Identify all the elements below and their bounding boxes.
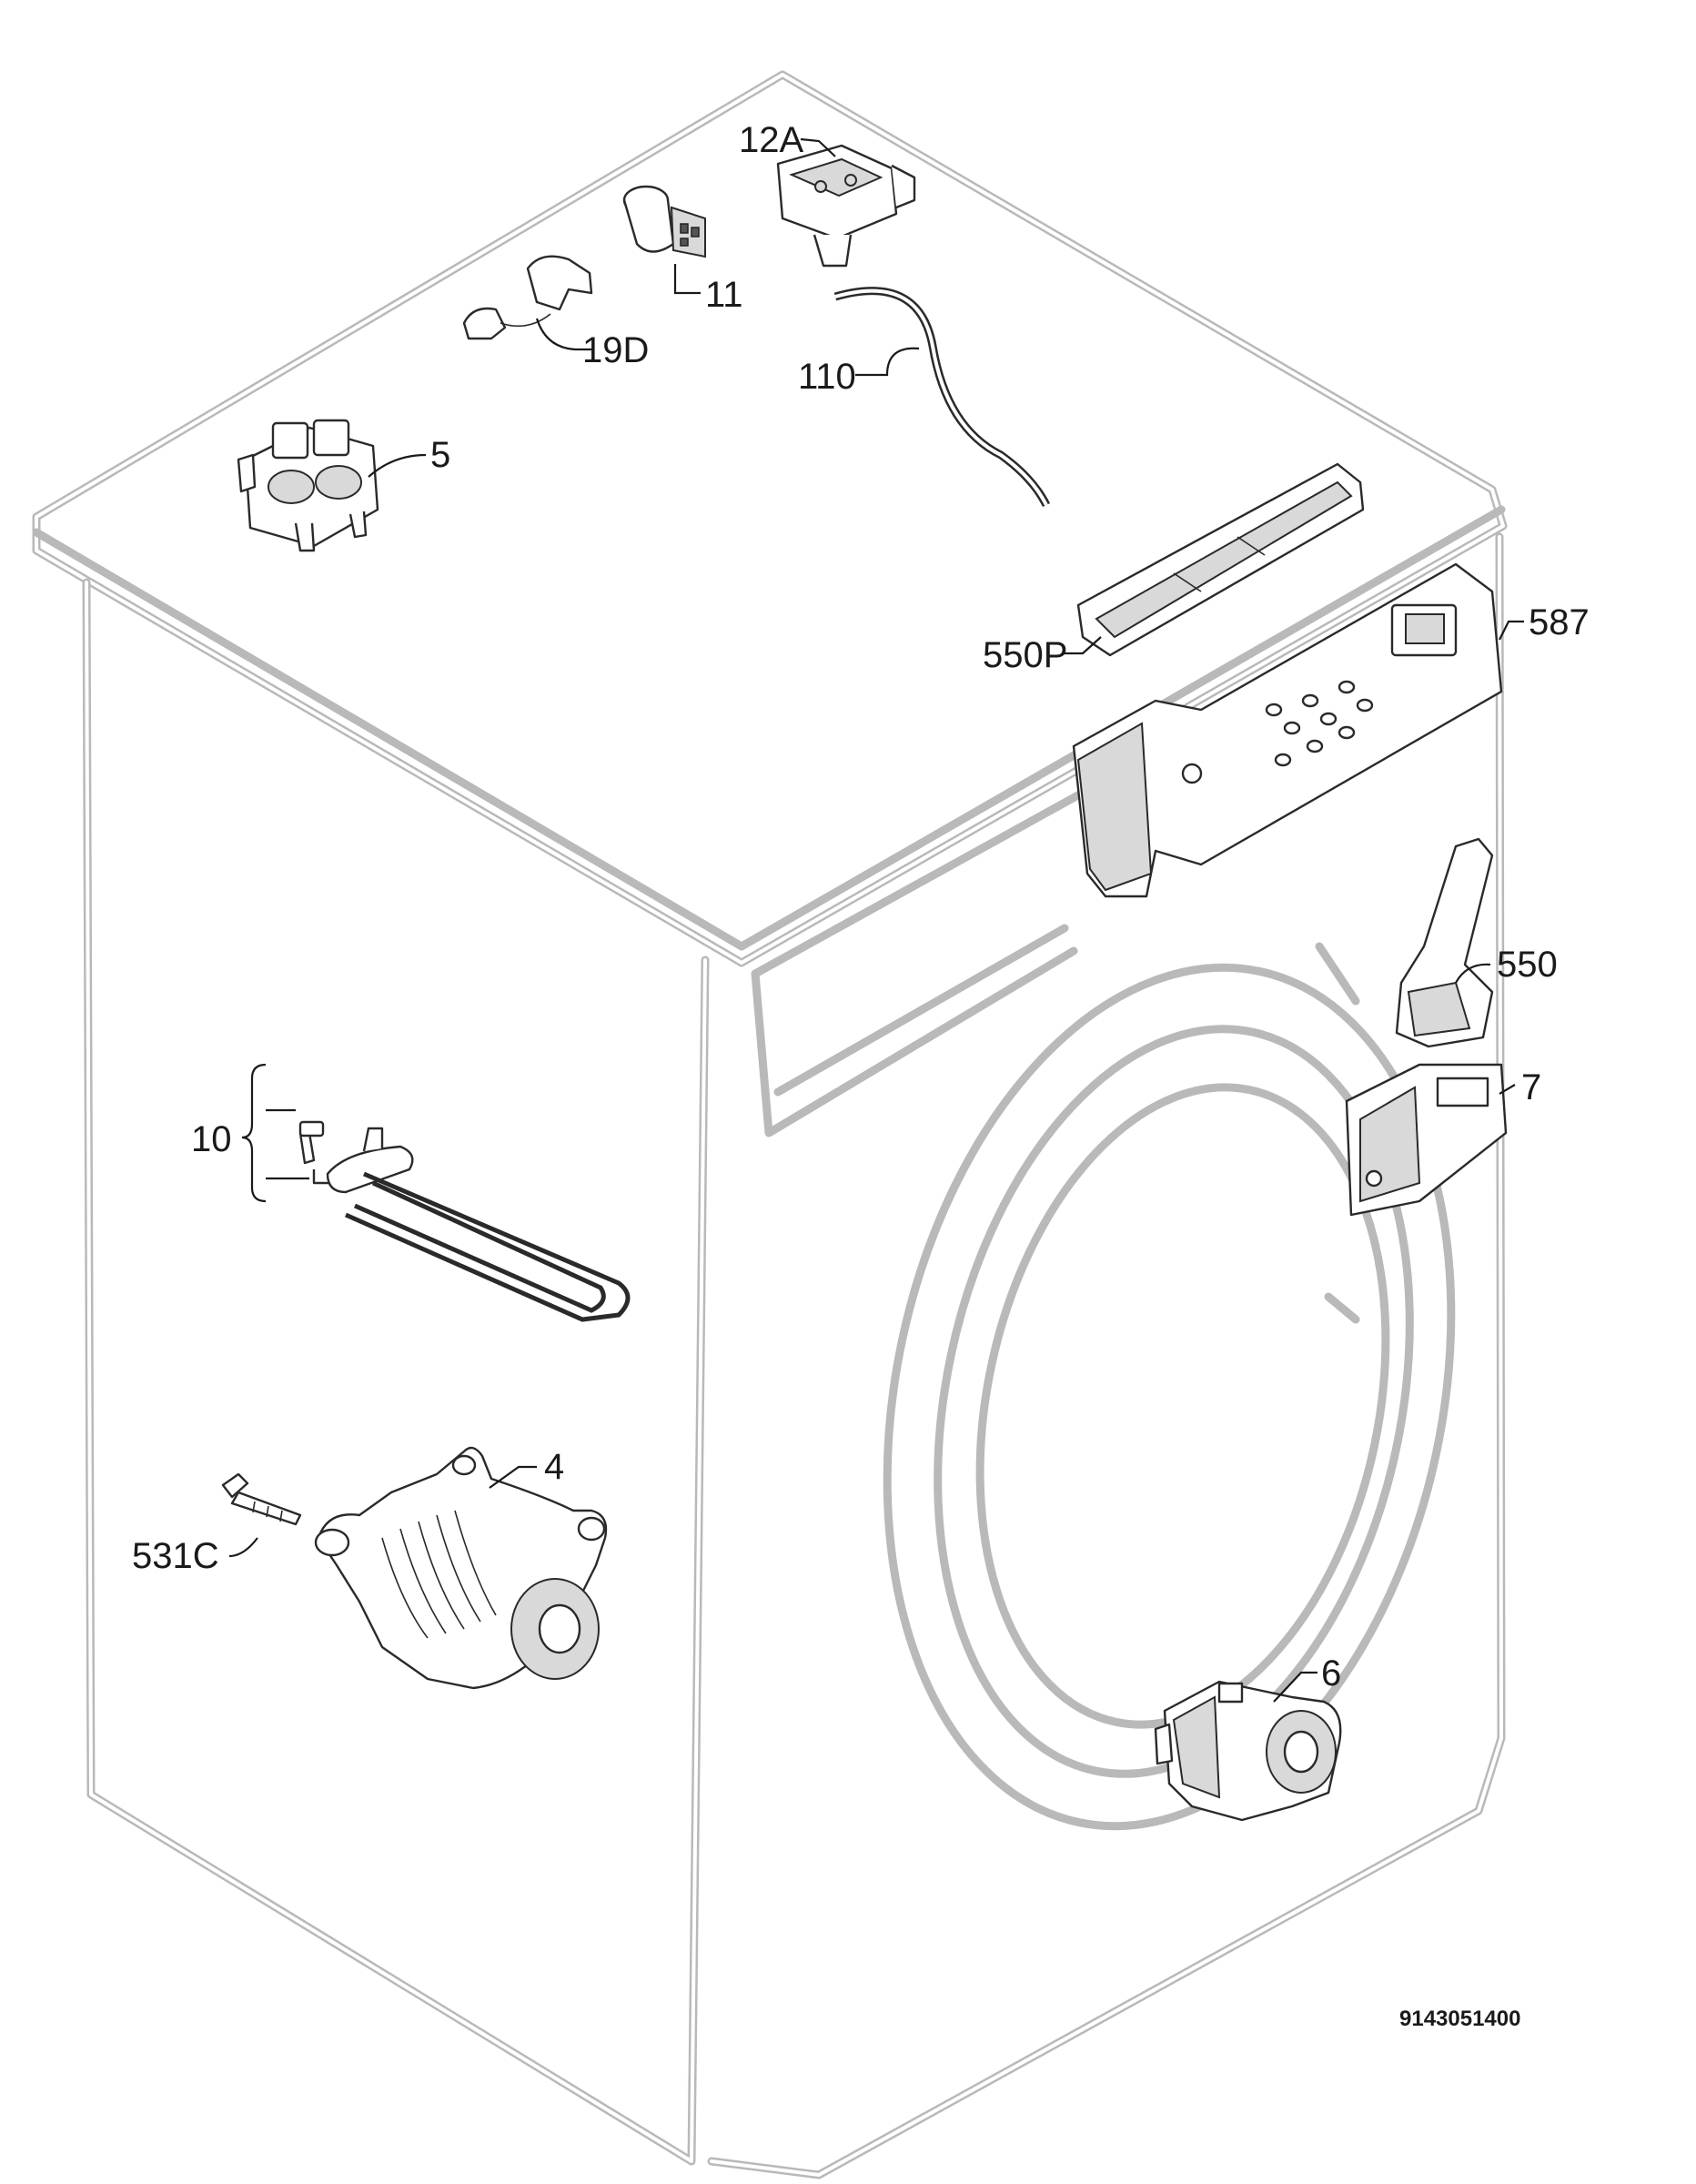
bracket-clip-part <box>462 255 593 340</box>
label-6: 6 <box>1321 1653 1341 1694</box>
label-11: 11 <box>705 275 743 315</box>
screw-part <box>221 1472 302 1526</box>
leader-110 <box>855 347 920 377</box>
label-550p: 550P <box>983 635 1067 675</box>
label-4: 4 <box>544 1447 564 1487</box>
leader-4 <box>489 1465 537 1489</box>
label-550: 550 <box>1497 945 1558 985</box>
label-5: 5 <box>430 435 450 475</box>
leader-587 <box>1499 620 1524 641</box>
label-531c: 531C <box>132 1536 219 1576</box>
part-labels: 12A 11 19D 110 5 550P 587 550 7 10 4 531… <box>132 120 1590 1694</box>
capacitor-part <box>622 185 706 258</box>
drain-pump-part <box>1154 1680 1342 1822</box>
motor-part <box>314 1446 608 1690</box>
label-110: 110 <box>798 357 856 397</box>
washing-machine-cabinet <box>32 70 1508 2179</box>
board-button-studs <box>1265 680 1374 767</box>
leader-550 <box>1455 963 1491 984</box>
leader-531c <box>228 1537 258 1558</box>
label-10: 10 <box>191 1119 232 1159</box>
document-number: 9143051400 <box>1399 2007 1520 2031</box>
electronic-board-part <box>1072 562 1503 898</box>
leader-19d <box>535 318 591 351</box>
leader-lines <box>228 137 1524 1703</box>
inlet-valve-part <box>237 419 379 552</box>
label-19d: 19D <box>582 330 649 370</box>
leader-11 <box>673 264 701 295</box>
leader-7 <box>1499 1084 1516 1095</box>
heating-element-part <box>298 1120 631 1322</box>
dispenser-cover-part <box>1076 462 1365 657</box>
door-interlock-part <box>1345 1063 1508 1217</box>
label-7: 7 <box>1521 1067 1541 1107</box>
leader-12a <box>800 137 836 157</box>
brace-10 <box>241 1063 267 1203</box>
leader-550p <box>1063 636 1102 655</box>
pressure-hose-part <box>833 287 1051 508</box>
label-587: 587 <box>1529 602 1590 642</box>
leader-5 <box>368 453 427 478</box>
door-handle-part <box>1395 837 1494 1048</box>
leader-6 <box>1273 1671 1317 1703</box>
pressure-switch-part <box>776 144 916 268</box>
label-12a: 12A <box>739 120 803 160</box>
